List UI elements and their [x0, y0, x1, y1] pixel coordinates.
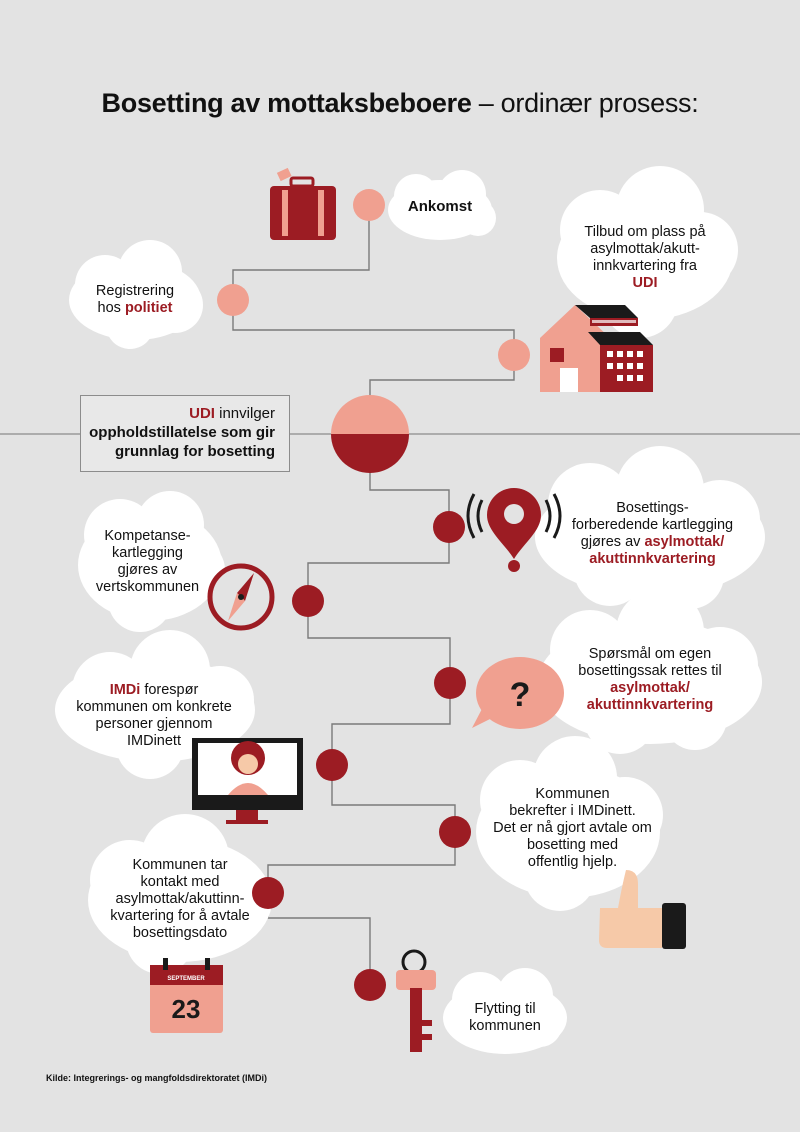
- building-icon: [540, 305, 653, 392]
- flytting-line1: Flytting til: [474, 1001, 536, 1017]
- sporsmal-line1: Spørsmål om egen: [588, 646, 712, 662]
- node-sporsmal: [434, 667, 466, 699]
- bf-line3hl: asylmottak/: [644, 534, 725, 550]
- node-bosettingsforberedende: [433, 511, 465, 543]
- key-icon: [396, 949, 436, 1052]
- udi-milestone-box: UDI innvilger oppholdstillatelse som gir…: [80, 395, 290, 472]
- calendar-icon: SEPTEMBER 23: [150, 958, 223, 1033]
- registrering-highlight: politiet: [124, 300, 173, 316]
- imdi-line4: IMDinett: [127, 733, 181, 749]
- node-registrering: [217, 284, 249, 316]
- udi-line3: grunnlag for bosetting: [115, 443, 275, 460]
- kompetanse-line2: kartlegging: [112, 545, 183, 561]
- bekrefter-line4: bosetting med: [526, 837, 619, 853]
- udi-line2: oppholdstillatelse som gir: [89, 424, 275, 441]
- compass-icon: [207, 563, 275, 631]
- tilbud-line2: asylmottak/akutt-: [590, 241, 700, 257]
- question-mark-text: ?: [510, 676, 531, 714]
- label-registrering: Registrering hos politiet: [80, 283, 190, 317]
- cloud-kompetanse: [78, 491, 225, 632]
- label-ankomst: Ankomst: [407, 198, 473, 215]
- udi-highlight: UDI: [189, 405, 215, 422]
- label-kompetanse: Kompetanse- kartlegging gjøres av vertsk…: [90, 528, 205, 596]
- cloud-registrering: [69, 240, 203, 349]
- kontakt-line1: Kommunen tar: [132, 857, 228, 873]
- kontakt-line5: bosettingsdato: [132, 925, 228, 941]
- bf-line3pre: gjøres av: [580, 534, 645, 550]
- label-tilbud: Tilbud om plass på asylmottak/akutt- inn…: [570, 224, 720, 292]
- kontakt-line3: asylmottak/akuttinn-: [115, 891, 245, 907]
- node-kontakt: [252, 877, 284, 909]
- page-title: Bosetting av mottaksbeboere – ordinær pr…: [0, 88, 800, 119]
- title-bold: Bosetting av mottaksbeboere: [101, 88, 472, 118]
- label-flytting: Flytting til kommunen: [455, 1001, 555, 1035]
- label-imdi: IMDi forespør kommunen om konkrete perso…: [68, 682, 240, 750]
- source-note: Kilde: Integrerings- og mangfoldsdirekto…: [46, 1073, 268, 1083]
- kompetanse-line4: vertskommunen: [95, 579, 200, 595]
- tilbud-line1: Tilbud om plass på: [584, 224, 706, 240]
- udi-rest: innvilger: [214, 405, 275, 422]
- question-bubble-icon: ?: [472, 657, 564, 729]
- tilbud-line3: innkvartering fra: [593, 258, 697, 274]
- node-kompetanse: [292, 585, 324, 617]
- location-pin-icon: [466, 488, 562, 572]
- calendar-month: SEPTEMBER: [167, 976, 205, 982]
- calendar-day: 23: [172, 994, 201, 1024]
- imdi-line3: personer gjennom: [95, 716, 213, 732]
- imdi-line2: kommunen om konkrete: [76, 699, 232, 715]
- label-bekrefter: Kommunen bekrefter i IMDinett. Det er nå…: [490, 786, 655, 871]
- node-udi-milestone: [331, 395, 409, 473]
- node-flytting: [354, 969, 386, 1001]
- kontakt-line2: kontakt med: [140, 874, 220, 890]
- thumbs-up-icon: [599, 870, 686, 949]
- cloud-bosettingsforberedende: [535, 446, 765, 609]
- bf-line2: forberedende kartlegging: [571, 517, 734, 533]
- label-sporsmal: Spørsmål om egen bosettingssak rettes ti…: [560, 646, 740, 714]
- cloud-imdi: [55, 630, 255, 779]
- bekrefter-line1: Kommunen: [535, 786, 610, 802]
- label-kontakt: Kommunen tar kontakt med asylmottak/akut…: [100, 857, 260, 942]
- node-imdi: [316, 749, 348, 781]
- node-tilbud: [498, 339, 530, 371]
- kompetanse-line3: gjøres av: [117, 562, 178, 578]
- sporsmal-line4hl: akuttinnkvartering: [586, 697, 714, 713]
- monitor-icon: [192, 738, 303, 824]
- registrering-pre: hos: [97, 300, 125, 316]
- kompetanse-line1: Kompetanse-: [104, 528, 191, 544]
- node-bekrefter: [439, 816, 471, 848]
- imdi-rest: forespør: [140, 682, 199, 698]
- imdi-highlight: IMDi: [109, 682, 141, 698]
- registrering-line1: Registrering: [95, 283, 175, 299]
- bekrefter-line3: Det er nå gjort avtale om: [493, 820, 652, 836]
- cloud-ankomst: [388, 170, 496, 240]
- flytting-line2: kommunen: [469, 1018, 541, 1034]
- title-rest: – ordinær prosess:: [471, 88, 699, 118]
- bf-line4hl: akuttinnkvartering: [589, 551, 716, 567]
- sporsmal-line2: bosettingssak rettes til: [578, 663, 722, 679]
- process-connector: [232, 205, 515, 985]
- bf-line1: Bosettings-: [616, 500, 689, 516]
- kontakt-line4: kvartering for å avtale: [110, 908, 250, 924]
- suitcase-icon: [270, 167, 336, 240]
- node-ankomst: [353, 189, 385, 221]
- cloud-kontakt: [88, 814, 272, 974]
- label-bosettingsforberedende: Bosettings- forberedende kartlegging gjø…: [565, 500, 740, 568]
- bekrefter-line5: offentlig hjelp.: [527, 854, 618, 870]
- tilbud-highlight: UDI: [632, 275, 658, 291]
- cloud-flytting: [443, 968, 567, 1054]
- sporsmal-line3hl: asylmottak/: [610, 680, 690, 696]
- cloud-bekrefter: [476, 736, 663, 911]
- cloud-sporsmal: [538, 588, 762, 754]
- bekrefter-line2: bekrefter i IMDinett.: [509, 803, 636, 819]
